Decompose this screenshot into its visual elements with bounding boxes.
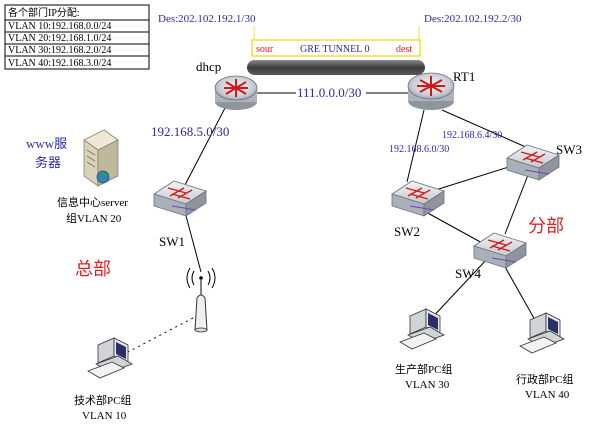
tunnel-right-des: Des:202.102.192.2/30 [424,13,522,25]
router-arrows-icon [224,79,248,97]
pc-tech-label-line2: VLAN 10 [82,410,127,422]
pc-production-label-line1: 生产部PC组 [395,362,452,376]
link-rt1-sw2 [406,109,425,183]
link-dhcp-sw1 [184,107,226,186]
legend-row: VLAN 20:192.168.1.0/24 [8,33,111,44]
switch-sw2[interactable] [391,180,445,217]
switch-arrows-icon [167,187,193,200]
switch-sw3-label: SW3 [556,142,582,157]
server-label-line2: 组VLAN 20 [66,211,122,225]
pc-production-label-line2: VLAN 30 [405,379,450,391]
link-ap-pc-wireless [127,317,194,353]
link-sw4-prod [427,257,489,323]
tunnel-left-des: Des:202.102.192.1/30 [158,13,256,25]
switch-sw3[interactable] [506,144,560,181]
router-arrows-icon [417,76,445,96]
router-dhcp-label: dhcp [196,59,221,74]
legend-row: VLAN 40:192.168.3.0/24 [8,58,111,69]
switch-sw4-label: SW4 [455,266,482,281]
tunnel-sour-label: sour [256,44,274,55]
pc-admin-icon[interactable] [519,312,565,354]
link-sw2-sw3 [425,164,516,194]
pc-tech-label-line1: 技术部PC组 [74,393,131,407]
wireless-ap-icon[interactable] [186,267,216,333]
hq-region-label: 总部 [75,259,111,279]
switch-sw1-label: SW1 [159,234,185,249]
switch-arrows-icon [520,151,546,164]
switch-arrows-icon [405,187,431,200]
link-rt1-sw3 [441,109,529,149]
pc-admin-label-line1: 行政部PC组 [516,372,573,386]
switch-sw4[interactable] [473,232,527,269]
link-sw1-ap [184,211,202,273]
router-link-network: 111.0.0.0/30 [297,85,361,100]
tunnel-dest-label: dest [396,44,412,55]
tunnel-pipe [247,60,425,75]
legend-title: 各个部门IP分配: [8,6,80,19]
router-rt1-label: RT1 [453,69,475,84]
pc-production-icon[interactable] [399,308,445,350]
gre-tunnel: Des:202.102.192.1/30 Des:202.102.192.2/3… [158,13,522,75]
server-label-line1: 信息中心server [57,195,128,209]
www-server-label-line1: www服 [26,136,67,151]
switch-arrows-icon [487,239,513,252]
switch-sw1[interactable] [153,180,207,217]
ip-allocation-legend: 各个部门IP分配: VLAN 10:192.168.0.0/24 VLAN 20… [4,4,150,70]
pc-admin-label-line2: VLAN 40 [525,389,570,401]
hq-uplink-network: 192.168.5.0/30 [151,124,229,139]
pc-tech-icon[interactable] [87,337,133,379]
server-icon[interactable] [83,129,119,187]
branch-region-label: 分部 [528,216,564,236]
link-sw3-sw4 [504,174,529,235]
legend-row: VLAN 10:192.168.0.0/24 [8,21,111,32]
router-rt1[interactable] [407,72,455,110]
tunnel-label-box [251,39,421,57]
switch-sw2-label: SW2 [394,224,420,239]
www-server-label-line2: 务器 [35,155,61,170]
legend-row: VLAN 30:192.168.2.0/24 [8,45,111,56]
tunnel-name: GRE TUNNEL 0 [300,44,369,55]
branch-net-sw2: 192.168.6.0/30 [389,144,449,155]
branch-net-sw3: 192.168.6.4/30 [442,130,502,141]
router-dhcp[interactable] [214,75,258,110]
